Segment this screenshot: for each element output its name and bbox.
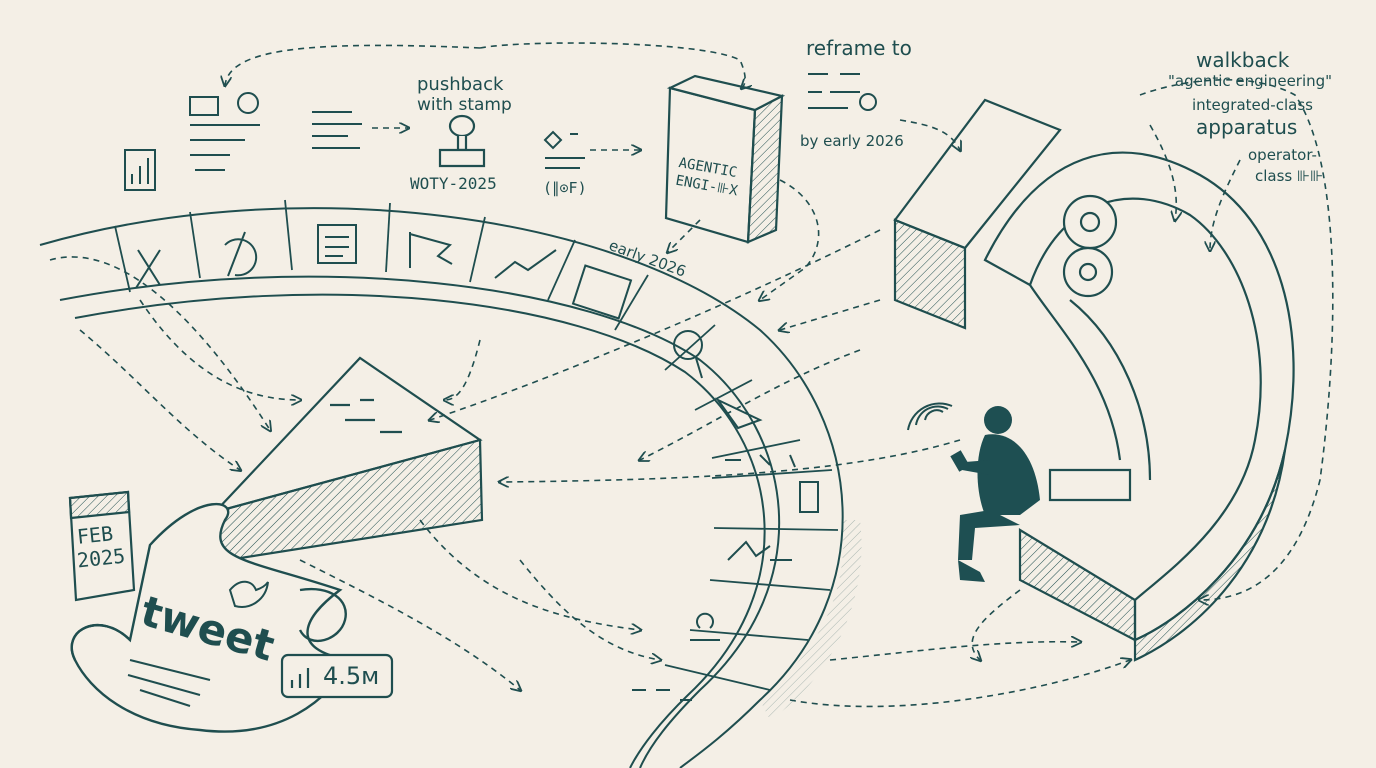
wedge-block [211,356,484,564]
timeline-icons [135,224,819,701]
timeline-segments [114,199,839,691]
walkback-label: walkback [1196,48,1290,72]
agentic-card [664,74,786,244]
scroll-text-lines [127,659,211,707]
woty-glyphs-label: (∥⊙F) [543,179,587,197]
by-early-2026-label: by early 2026 [800,132,904,150]
gears-icon [1062,194,1118,298]
refresh-icon [224,231,258,277]
integrated-class-label: integrated-class [1192,96,1313,114]
calendar-icon [571,264,633,320]
calendar-month-label: FEB [75,521,115,549]
stamp-icon [438,114,486,168]
woty-label: WOTY-2025 [410,174,497,193]
bird-icon [228,580,269,608]
reframe-label: reframe to [806,36,912,60]
connector-arrows [49,42,1334,708]
pushback-label: pushback [417,74,504,95]
stamp-icon-small [690,612,720,641]
sketch-icon [727,540,792,561]
cross-icon [135,249,161,289]
calendar-icon [68,490,136,602]
operator-class-label: class ⊪⊪ [1255,167,1324,185]
apparatus-structure [893,98,1295,662]
person-figure [950,406,1040,582]
agentic-engineering-label: "agentic engineering" [1168,72,1333,90]
with-stamp-label: with stamp [417,95,512,115]
operator-label: operator- [1248,146,1317,164]
views-badge [280,653,394,699]
apparatus-label: apparatus [1196,115,1298,139]
magnifier-icon [673,330,703,360]
calendar-year-label: 2025 [75,543,127,573]
trend-icon [494,249,557,279]
timeline-arc-edge [760,520,862,720]
header-icons [124,73,877,191]
signal-icon [907,402,953,431]
phone-icon [950,450,970,472]
views-count: 4.5м [323,662,380,690]
doc-icon [317,224,357,264]
bar-chart-icon [124,149,156,191]
flag-icon [409,232,453,268]
chat-icon [725,454,796,468]
